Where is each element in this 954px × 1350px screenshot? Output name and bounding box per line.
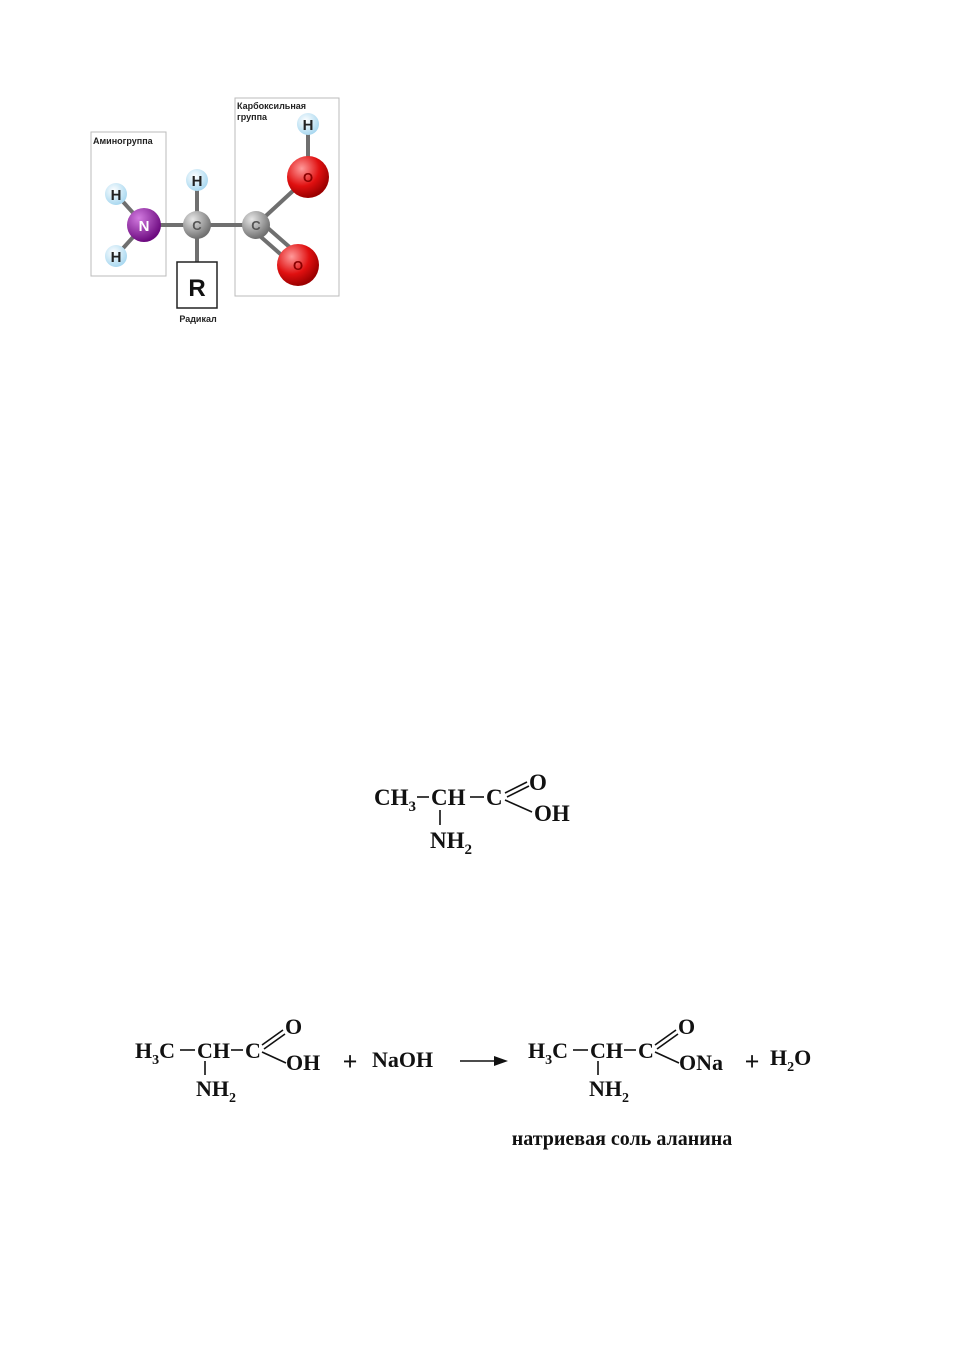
hydroxyl-group: OH <box>534 801 570 826</box>
amino-group-box <box>90 131 167 277</box>
amino-group-label: Аминогруппа <box>93 136 154 146</box>
svg-text:O: O <box>293 258 303 273</box>
carboxyl-group-box <box>234 97 340 297</box>
hydrogen-atom-alpha: H <box>186 169 208 191</box>
product-caption: натриевая соль аланина <box>512 1128 733 1150</box>
oxygen-atom-hydroxyl: O <box>287 156 329 198</box>
carboxyl-carbon: C <box>486 785 503 810</box>
product-bonds <box>573 1029 680 1075</box>
reactant-ch: CH <box>197 1038 230 1063</box>
svg-text:C: C <box>251 218 261 233</box>
alanine-bonds <box>417 781 533 825</box>
carboxyl-group-label-line1: Карбоксильная <box>237 101 306 111</box>
svg-text:H: H <box>303 117 314 134</box>
hydrogen-atom-bottom-left: H <box>105 245 127 267</box>
ch-group: CH <box>431 785 466 810</box>
product-carboxyl-carbon: C <box>638 1038 654 1063</box>
hydrogen-atom-top-left: H <box>105 183 127 205</box>
reaction-arrow <box>460 1056 508 1066</box>
svg-text:H: H <box>111 249 122 266</box>
product-ona: ONa <box>679 1050 723 1075</box>
reactant-carbonyl-oxygen: O <box>285 1014 302 1039</box>
hydrogen-atom-carboxyl: H <box>297 113 319 135</box>
svg-text:H: H <box>192 173 203 190</box>
reaction-equation: H3C CH C O OH NH2 + NaOH H3C CH C O ONa … <box>135 1014 811 1150</box>
radical-label: Радикал <box>179 314 217 324</box>
svg-text:C: C <box>192 218 202 233</box>
svg-text:H: H <box>111 187 122 204</box>
carbonyl-oxygen: O <box>529 770 547 795</box>
ch3-group: CH3 <box>374 785 416 815</box>
svg-text:N: N <box>139 218 150 235</box>
svg-text:O: O <box>303 170 313 185</box>
reactant-amino-group: NH2 <box>196 1076 236 1106</box>
product-amino-group: NH2 <box>589 1076 629 1106</box>
carbon-atom-alpha: C <box>183 211 211 239</box>
amino-acid-structure-diagram: Аминогруппа Карбоксильная группа R Радик… <box>90 97 340 324</box>
plus-sign-2: + <box>745 1047 760 1076</box>
reactant-bonds <box>180 1029 287 1075</box>
sodium-hydroxide: NaOH <box>372 1047 433 1072</box>
amino-group: NH2 <box>430 828 472 858</box>
oxygen-atom-carbonyl: O <box>277 244 319 286</box>
product-ch: CH <box>590 1038 623 1063</box>
alanine-formula: CH3 CH C O OH NH2 <box>374 770 570 858</box>
reactant-carboxyl-carbon: C <box>245 1038 261 1063</box>
reactant-h3c: H3C <box>135 1038 175 1068</box>
plus-sign-1: + <box>343 1047 358 1076</box>
nitrogen-atom: N <box>127 208 161 242</box>
carbon-atom-carboxyl: C <box>242 211 270 239</box>
product-carbonyl-oxygen: O <box>678 1014 695 1039</box>
product-h3c: H3C <box>528 1038 568 1068</box>
water: H2O <box>770 1045 811 1075</box>
reactant-hydroxyl: OH <box>286 1050 320 1075</box>
carboxyl-group-label-line2: группа <box>237 112 268 122</box>
radical-box <box>176 261 218 309</box>
radical-symbol: R <box>188 275 205 302</box>
